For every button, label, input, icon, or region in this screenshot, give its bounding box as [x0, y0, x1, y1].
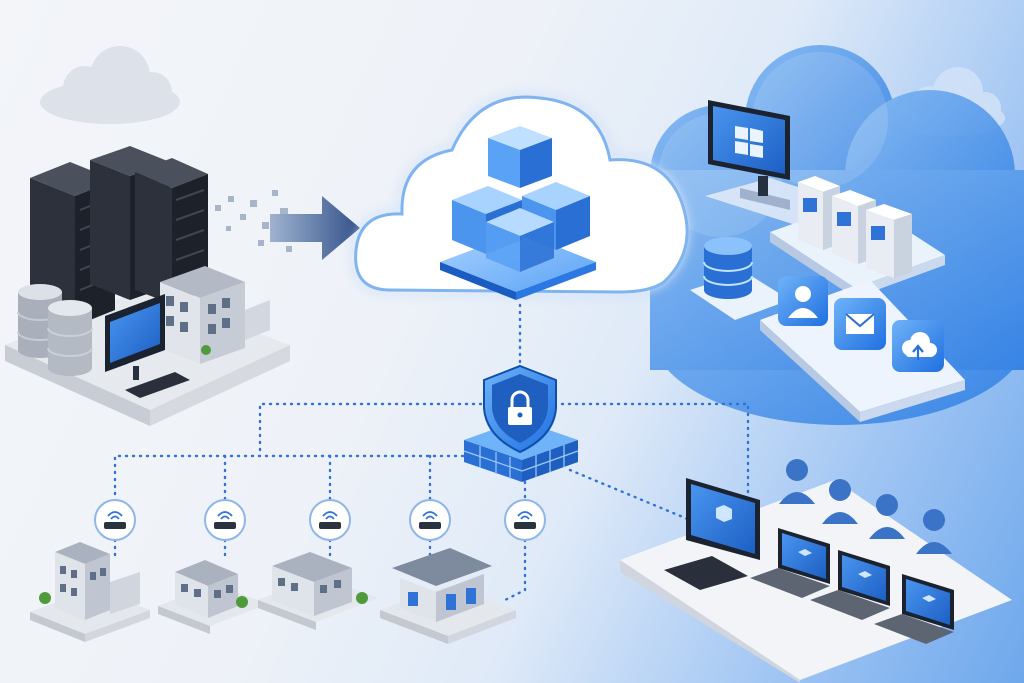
- office-building-icon: [160, 266, 270, 364]
- retail-store-icon: [380, 548, 516, 644]
- pixel-arrow-icon: [215, 190, 360, 260]
- mail-icon: [834, 298, 886, 350]
- central-cloud: [354, 95, 689, 294]
- laptop-icon: [810, 550, 890, 620]
- database-icon: [17, 284, 93, 376]
- server-rack-icon: [135, 158, 208, 304]
- wifi-router-icon: [94, 499, 136, 541]
- office-building-icon: [258, 552, 378, 630]
- user-icon: [916, 509, 952, 554]
- user-icon: [778, 276, 828, 326]
- office-building-icon: [30, 542, 150, 642]
- wifi-router-icon: [309, 499, 351, 541]
- cloud-upload-icon: [892, 320, 944, 372]
- shield-lock-icon: [483, 364, 557, 454]
- monitor-icon: [105, 294, 190, 398]
- database-icon: [703, 237, 753, 299]
- server-icon: [866, 204, 912, 278]
- wifi-router-icon: [409, 499, 451, 541]
- background-cloud-icon: [40, 46, 180, 124]
- office-building-icon: [158, 560, 268, 634]
- user-icon: [869, 494, 905, 539]
- desktop-monitor-icon: [664, 478, 760, 590]
- laptop-icon: [750, 528, 830, 598]
- wifi-router-icon: [204, 499, 246, 541]
- wifi-router-icon: [504, 499, 546, 541]
- user-icon: [822, 479, 858, 524]
- windows-desktop-icon: [708, 100, 790, 210]
- laptop-icon: [874, 574, 954, 644]
- stacked-cubes-icon: [440, 126, 596, 300]
- user-icon: [779, 459, 815, 504]
